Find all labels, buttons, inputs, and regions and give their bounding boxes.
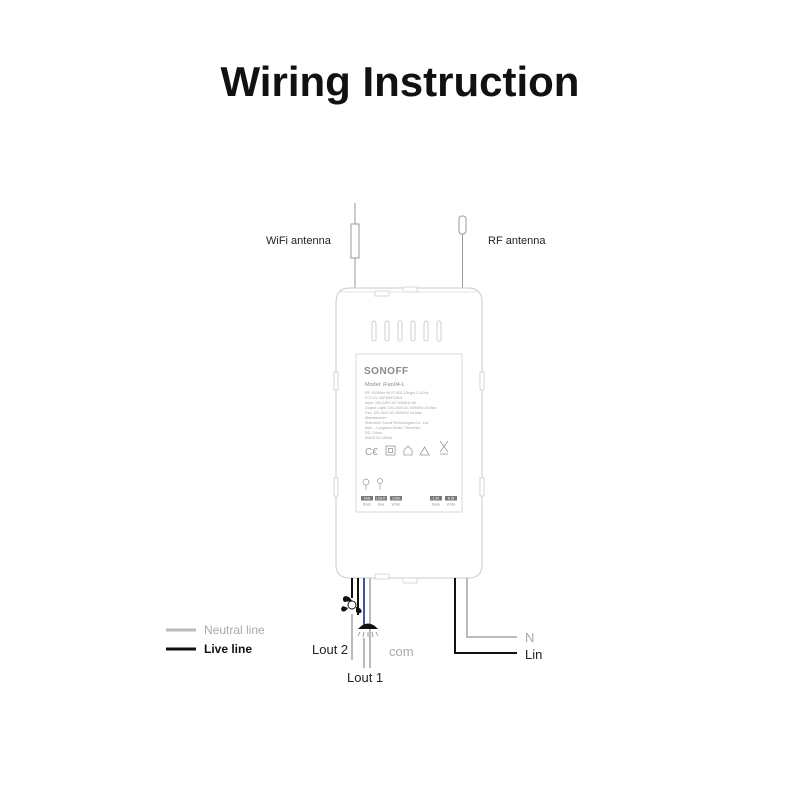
wifi-antenna-label: WiFi antenna <box>266 235 332 247</box>
live-line-label: Live line <box>204 642 252 656</box>
terminal-name: LIGHT <box>376 497 385 501</box>
spec-line: FCC ID: 2APN5IFAN04 <box>365 396 402 400</box>
terminal-tag <box>361 496 373 501</box>
warning-icon <box>419 446 430 456</box>
model-text: Model: iFan04-L <box>365 382 405 388</box>
wifi-antenna <box>350 203 360 290</box>
spec-lines: RF: 433MHz Wi-Fi: 802.11b/g/n 2.4GHzFCC … <box>365 391 437 440</box>
double-insulation-icon <box>385 445 396 456</box>
light-icon <box>357 623 379 638</box>
spec-line: MADE IN CHINA <box>365 436 393 440</box>
indoor-use-icon <box>403 445 413 456</box>
spec-line: Shenzhen Sonoff Technologies Co., Ltd. <box>365 421 429 425</box>
terminal-color: White <box>392 503 401 507</box>
load-wires <box>351 578 371 668</box>
terminal-color: Black <box>432 503 441 507</box>
rf-antenna-label: RF antenna <box>488 235 546 247</box>
terminal-tags: FAN Black LIGHT Blue COM White L IN Black N IN Wh… <box>361 496 457 507</box>
terminal-tag <box>375 496 387 501</box>
terminal-color: Blue <box>378 503 385 507</box>
terminal-tag <box>430 496 442 501</box>
terminal-name: FAN <box>364 497 371 501</box>
terminal-tag <box>445 496 457 501</box>
terminal-name: N IN <box>448 497 455 501</box>
label-sticker: SONOFF Model: iFan04-L RF: 433MHz Wi-Fi:… <box>361 366 457 507</box>
brand-logo: SONOFF <box>364 366 409 377</box>
weee-bin-icon <box>439 440 449 455</box>
live-input-label: Lin <box>525 647 542 662</box>
spec-line: Output: Light: 100-240V AC 50/60Hz 2A Ma… <box>365 406 437 410</box>
neutral-line-label: Neutral line <box>204 623 265 637</box>
terminal-color: Black <box>363 503 372 507</box>
lout2-label: Lout 2 <box>312 642 348 657</box>
rf-antenna <box>458 215 467 290</box>
spec-line: Input: 100-240V AC 50/60Hz 5A <box>365 401 417 405</box>
lout1-label: Lout 1 <box>347 670 383 685</box>
spec-line: GD, China <box>365 431 382 435</box>
spec-line: RF: 433MHz Wi-Fi: 802.11b/g/n 2.4GHz <box>365 391 429 395</box>
spec-line: Manufacturer: <box>365 416 387 420</box>
neutral-wire-label: N <box>525 630 534 645</box>
spec-line: Add: ...Longhua District, Shenzhen <box>365 426 421 430</box>
terminal-tag <box>390 496 402 501</box>
input-wires <box>454 578 517 654</box>
ce-mark-icon: C€ <box>365 447 378 458</box>
terminal-color: White <box>447 503 456 507</box>
fan-icon <box>341 596 362 614</box>
com-label: com <box>389 644 414 659</box>
certification-icons: C€ <box>365 440 449 458</box>
legend: Neutral line Live line <box>166 623 265 656</box>
terminal-name: L IN <box>433 497 439 501</box>
page-title: Wiring Instruction <box>220 58 580 105</box>
light-symbol-icon <box>377 478 383 484</box>
device-body <box>333 286 485 584</box>
terminal-name: COM <box>392 497 400 501</box>
spec-line: Fan: 100-240V AC 50/60Hz 2A Max <box>365 411 422 415</box>
